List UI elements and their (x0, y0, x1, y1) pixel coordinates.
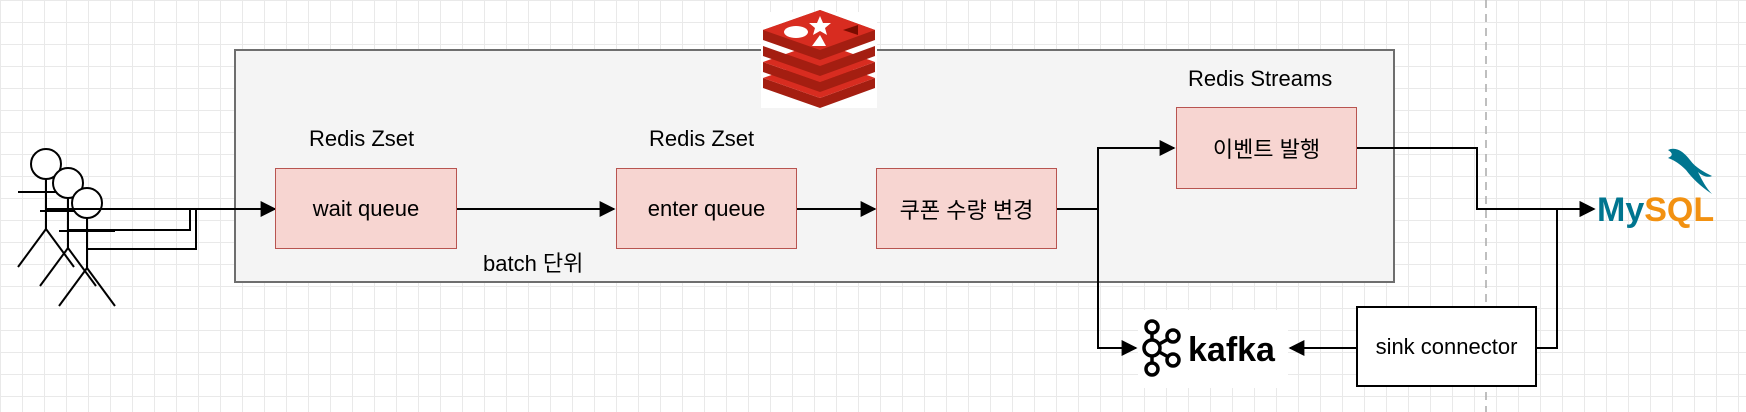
event-publish-node: 이벤트 발행 (1176, 107, 1357, 189)
wait-queue-node: wait queue (275, 168, 457, 249)
redis-streams-label: Redis Streams (1188, 66, 1333, 91)
mysql-my-text: My (1597, 191, 1644, 229)
coupon-update-node: 쿠폰 수량 변경 (876, 168, 1057, 249)
sink-connector-node: sink connector (1356, 306, 1537, 387)
svg-text:MySQL: MySQL (1597, 191, 1714, 229)
edge-coupon-kafka (1057, 208, 1138, 356)
kafka-text: kafka (1188, 331, 1276, 369)
mysql-sql-text: SQL (1644, 191, 1714, 229)
redis-zset-label-1: Redis Zset (309, 126, 415, 151)
edge-event-mysql (1357, 147, 1596, 217)
redis-zset-label-2: Redis Zset (649, 126, 755, 151)
edge-users-3 (87, 209, 197, 250)
edge-sink-mysql (1537, 201, 1596, 349)
edge-users-2 (68, 209, 191, 231)
batch-label: batch 단위 (483, 251, 584, 276)
enter-queue-node: enter queue (616, 168, 797, 249)
